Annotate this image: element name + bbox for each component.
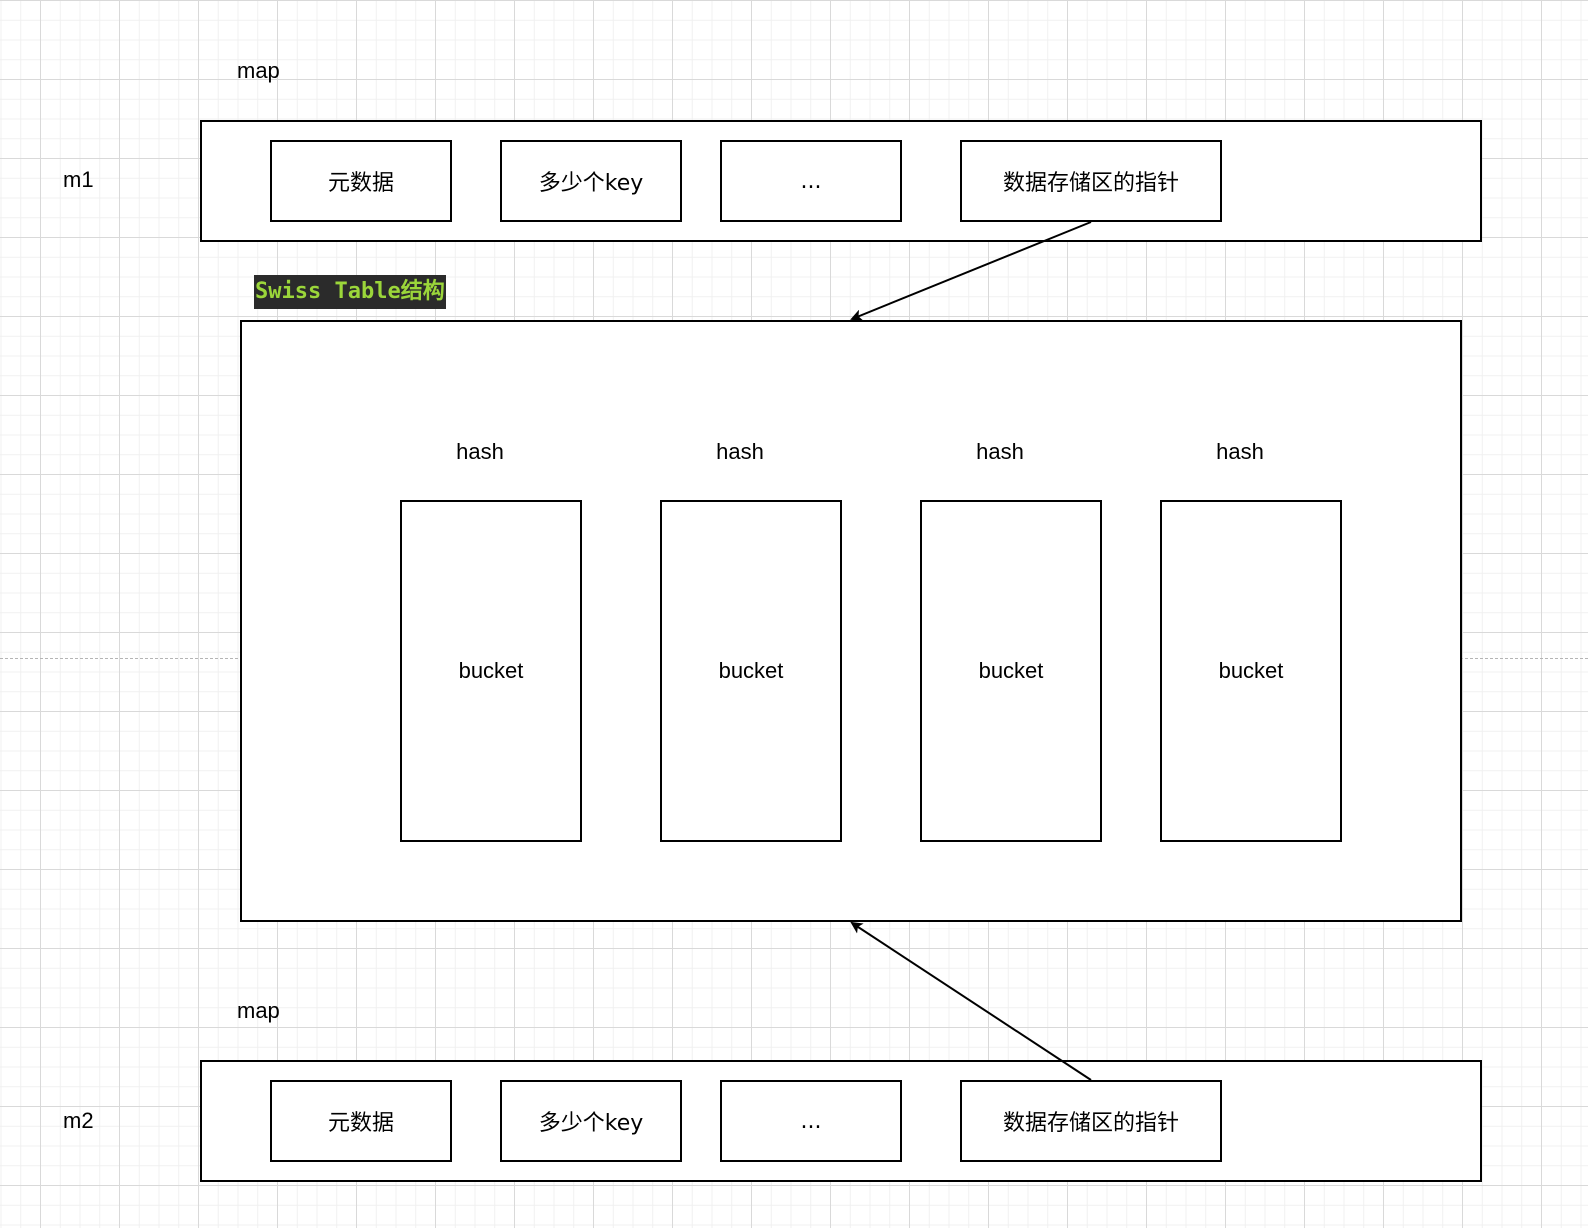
map-m1-name: m1 [63,167,94,192]
map-m2-field-metadata[interactable]: 元数据 [270,1080,452,1162]
map-m1-field-metadata[interactable]: 元数据 [270,140,452,222]
bucket-1[interactable]: bucket [400,500,582,842]
map-m2-title: map [237,998,280,1023]
bucket-4[interactable]: bucket [1160,500,1342,842]
hash-label-1: hash [456,439,504,464]
map-m2-field-ellipsis[interactable]: ... [720,1080,902,1162]
map-m1-field-key-count[interactable]: 多少个key [500,140,682,222]
map-m2-field-data-pointer[interactable]: 数据存储区的指针 [960,1080,1222,1162]
hash-label-2: hash [716,439,764,464]
map-m1-field-ellipsis[interactable]: ... [720,140,902,222]
map-m1-field-data-pointer[interactable]: 数据存储区的指针 [960,140,1222,222]
map-m1-title: map [237,58,280,83]
map-m2-field-key-count[interactable]: 多少个key [500,1080,682,1162]
swiss-table-label: Swiss Table结构 [254,275,446,309]
hash-label-3: hash [976,439,1024,464]
bucket-2[interactable]: bucket [660,500,842,842]
map-m2-name: m2 [63,1108,94,1133]
m2-pointer-arrow[interactable] [850,921,1092,1081]
hash-label-4: hash [1216,439,1264,464]
bucket-3[interactable]: bucket [920,500,1102,842]
